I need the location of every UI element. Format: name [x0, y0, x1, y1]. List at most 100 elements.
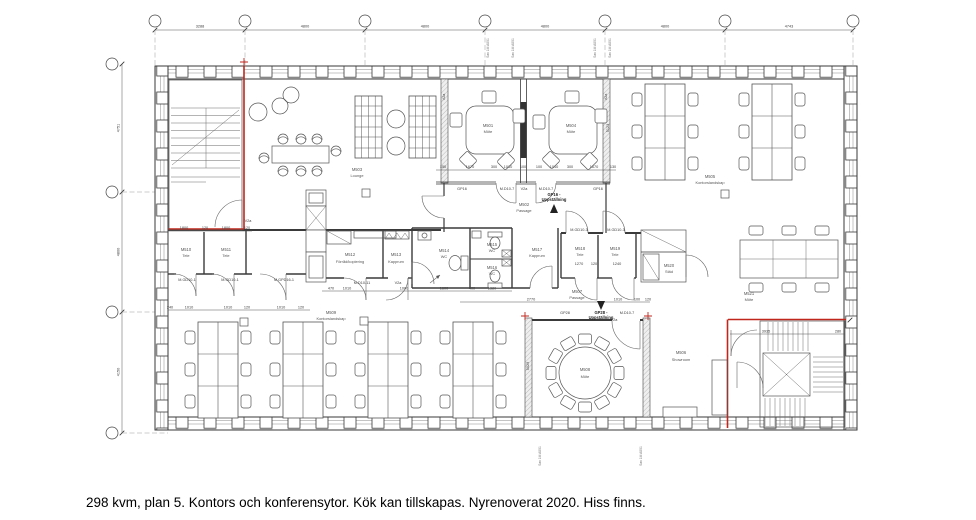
door-label: M.GD10-3	[607, 228, 625, 232]
svg-text:1800: 1800	[180, 226, 188, 230]
gp28-arrow	[597, 301, 605, 310]
svg-text:130: 130	[610, 165, 616, 169]
svg-text:300: 300	[491, 165, 497, 169]
north-arrow-gp16	[550, 204, 558, 213]
stairwell-bottom-right	[730, 320, 846, 428]
svg-text:1380: 1380	[488, 287, 496, 291]
svg-text:1600: 1600	[440, 287, 448, 291]
grid-bubble	[358, 14, 372, 28]
top-dim: 4800	[421, 25, 429, 29]
svg-text:Tele: Tele	[611, 252, 618, 257]
svg-text:Tele: Tele	[576, 252, 583, 257]
svg-text:120: 120	[202, 226, 208, 230]
svg-text:1240: 1240	[613, 262, 621, 266]
svg-text:Kapprum: Kapprum	[529, 253, 545, 258]
floor-plan-drawing: 3288 4800 4800 4800 4800 4743 Sav 1M A00…	[105, 14, 860, 466]
stairwell-top-left	[168, 79, 243, 231]
svg-text:Kontorslandskap: Kontorslandskap	[317, 316, 346, 321]
building-shell	[154, 65, 858, 431]
gp28-uppstallning: GP28 -	[595, 310, 609, 315]
svg-text:Möte: Möte	[484, 129, 493, 134]
wc-fixtures	[417, 230, 512, 289]
dimension-grid-left: 4751 4800 4150 Sav 1M A001 Sav 1M A001	[105, 57, 643, 466]
svg-text:120: 120	[645, 298, 651, 302]
pantry-cabinets	[305, 189, 327, 283]
top-dim: 4743	[785, 25, 793, 29]
svg-text:1010: 1010	[343, 287, 351, 291]
svg-text:WC: WC	[441, 254, 448, 259]
svg-text:Passage: Passage	[569, 295, 584, 300]
doors-mid-band	[173, 195, 709, 301]
door-label: V2a	[611, 318, 619, 322]
room-label-m512: M512	[345, 252, 356, 257]
svg-text:1010: 1010	[185, 306, 193, 310]
room-label-m501: M501	[483, 123, 494, 128]
meeting-room-doors	[495, 182, 557, 204]
door-label: GP16	[593, 187, 603, 191]
svg-text:1010: 1010	[504, 165, 512, 169]
room-label-m506: M506	[676, 350, 687, 355]
svg-text:1010: 1010	[277, 306, 285, 310]
door-label: GP28	[560, 311, 570, 315]
section-ref-tag: Sav 1M A001	[511, 38, 515, 58]
svg-text:1670: 1670	[590, 165, 598, 169]
red-highlight-walls	[168, 58, 853, 428]
room-label-m520: M520	[664, 263, 675, 268]
svg-text:Uppställning: Uppställning	[589, 315, 614, 320]
svg-text:1010: 1010	[224, 306, 232, 310]
svg-text:240: 240	[167, 306, 173, 310]
svg-text:3935: 3935	[762, 330, 770, 334]
svg-text:100: 100	[536, 165, 542, 169]
svg-text:100: 100	[520, 165, 526, 169]
left-dim: 4150	[117, 368, 121, 376]
door-label: V2a	[245, 219, 253, 223]
svg-text:Tele: Tele	[222, 253, 229, 258]
door-label: M.D10-7	[500, 187, 515, 191]
listing-caption: 298 kvm, plan 5. Kontors och konferensyt…	[86, 495, 646, 510]
door-label: M.D10-7	[620, 311, 635, 315]
meeting-room-m504	[532, 90, 608, 171]
meeting-room-m501	[449, 90, 526, 171]
svg-text:Kapprum: Kapprum	[388, 259, 404, 264]
svg-text:Möte: Möte	[745, 297, 754, 302]
svg-text:Möte: Möte	[567, 129, 576, 134]
door-label: M.D10-7	[539, 187, 554, 191]
lounge-furniture	[248, 86, 437, 283]
door-label: M.D10-11	[354, 281, 370, 285]
svg-text:300: 300	[567, 165, 573, 169]
grid-bubble	[105, 57, 119, 71]
section-ref-tag: Sav 1M A001	[639, 446, 643, 466]
room-label-m511: M511	[221, 247, 232, 252]
svg-text:120: 120	[591, 262, 597, 266]
svg-text:120: 120	[244, 226, 250, 230]
svg-text:Städ: Städ	[665, 269, 673, 274]
dimension-grid-top: 3288 4800 4800 4800 4800 4743 Sav 1M A00…	[148, 14, 860, 66]
svg-text:2770: 2770	[527, 298, 535, 302]
svg-text:5123: 5123	[606, 124, 610, 132]
svg-text:Förråd/kopiering: Förråd/kopiering	[336, 259, 364, 264]
grid-bubble	[148, 14, 162, 28]
svg-text:WC: WC	[489, 271, 496, 276]
room-label-m503: M503	[352, 167, 363, 172]
svg-text:1800: 1800	[222, 226, 230, 230]
room-label-m508: M508	[580, 367, 591, 372]
window-tag: V2a	[442, 93, 446, 101]
section-ref-tag: Sav 1M A001	[538, 446, 542, 466]
door-label: M.GD10-1	[221, 278, 239, 282]
svg-text:Passage: Passage	[516, 208, 531, 213]
door-label: M.GD10-3	[570, 228, 588, 232]
room-label-m513: M513	[391, 252, 402, 257]
svg-text:470: 470	[328, 287, 334, 291]
left-dim: 4800	[117, 248, 121, 256]
svg-text:1670: 1670	[466, 165, 474, 169]
grid-bubble	[718, 14, 732, 28]
svg-text:100: 100	[634, 298, 640, 302]
svg-text:150: 150	[440, 165, 446, 169]
meeting-table-m521	[739, 225, 839, 293]
top-dim: 4800	[661, 25, 669, 29]
room-label-m504: M504	[566, 123, 577, 128]
svg-text:400: 400	[469, 287, 475, 291]
svg-text:Tele: Tele	[182, 253, 189, 258]
zone-annotations: GP16 - Uppställning GP28 - Uppställning	[542, 192, 614, 320]
door-label: V2a	[395, 281, 403, 285]
